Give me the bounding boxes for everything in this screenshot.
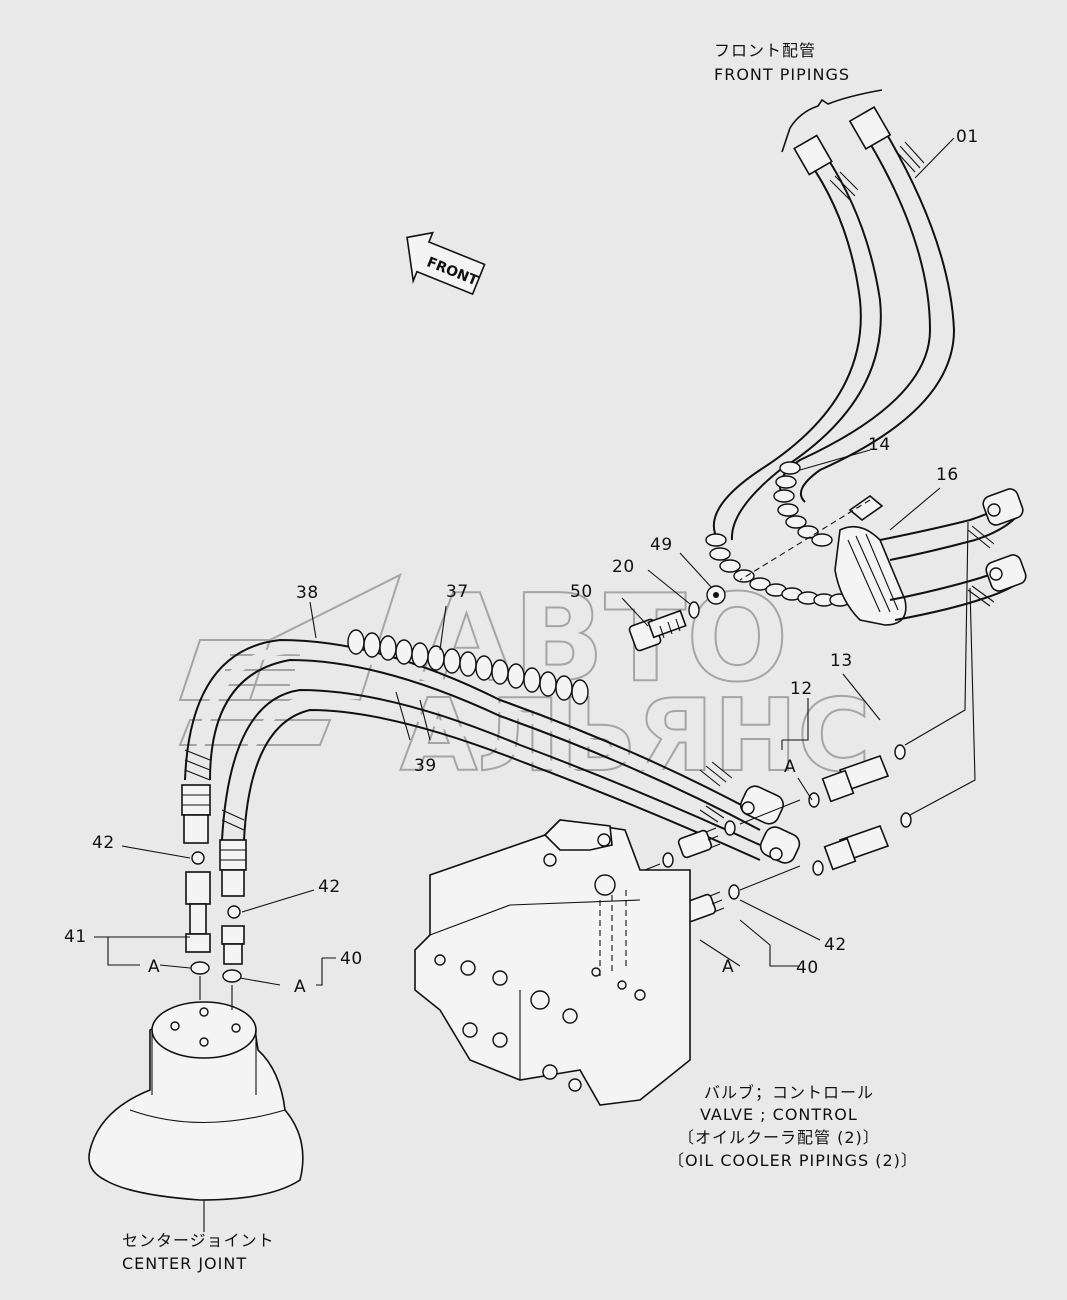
left-hose-fittings — [181, 784, 247, 897]
elbow-fitting — [985, 554, 1027, 592]
label-part-01: 01 — [956, 127, 979, 147]
control-valve — [414, 819, 691, 1106]
watermark-line1: АВТО — [420, 570, 788, 709]
oil-cooler-pipes — [879, 488, 1027, 621]
hose-end-fitting — [793, 134, 833, 176]
label-part-14: 14 — [868, 435, 891, 455]
label-part-38: 38 — [296, 583, 319, 603]
caption-oil-cooler-en: 〔OIL COOLER PIPINGS (2)〕 — [668, 1151, 918, 1170]
leader-lines — [94, 137, 955, 986]
watermark: АВТО АЛЬЯНС — [178, 569, 872, 795]
label-ref-a: A — [784, 757, 796, 777]
hose-end-fitting — [848, 106, 892, 150]
label-part-41: 41 — [64, 927, 87, 947]
label-part-42: 42 — [92, 833, 115, 853]
left-fittings — [185, 851, 245, 1010]
spiral-guard-37 — [347, 629, 589, 705]
label-part-40: 40 — [340, 949, 363, 969]
label-part-12: 12 — [790, 679, 813, 699]
center-hoses — [184, 638, 762, 861]
clamp-16 — [739, 494, 907, 626]
label-part-16: 16 — [936, 465, 959, 485]
leader-line — [904, 521, 969, 746]
caption-front-piping-jp: フロント配管 — [714, 41, 816, 60]
washer-hole — [713, 592, 719, 598]
elbow-fitting — [982, 488, 1024, 526]
label-part-50: 50 — [570, 582, 593, 602]
label-part-20: 20 — [612, 557, 635, 577]
center-hose-elbows — [740, 785, 801, 864]
caption-center-joint-jp: センタージョイント — [122, 1231, 275, 1250]
center-joint — [88, 1001, 304, 1201]
label-part-42: 42 — [318, 877, 341, 897]
hose-braid — [829, 171, 859, 201]
label-ref-a: A — [148, 957, 160, 977]
label-ref-a: A — [294, 977, 306, 997]
caption-oil-cooler-jp: 〔オイルクーラ配管 (2)〕 — [678, 1128, 880, 1147]
caption-valve-jp: バルブ；コントロール — [704, 1083, 874, 1102]
label-part-40: 40 — [796, 958, 819, 978]
spiral-guard-14 — [705, 461, 851, 607]
label-part-37: 37 — [446, 582, 469, 602]
front-arrow-icon: FRONT — [406, 231, 486, 296]
caption-front-piping-en: FRONT PIPINGS — [714, 65, 850, 84]
label-part-49: 49 — [650, 535, 673, 555]
label-part-42: 42 — [824, 935, 847, 955]
leader-line — [909, 587, 976, 816]
label-ref-a: A — [722, 957, 734, 977]
bolt-50 — [628, 609, 687, 652]
adapters-13 — [808, 744, 912, 876]
caption-center-joint-en: CENTER JOINT — [122, 1254, 247, 1273]
label-part-39: 39 — [414, 756, 437, 776]
snap-ring-20 — [688, 601, 700, 619]
caption-valve-en: VALVE ; CONTROL — [700, 1105, 858, 1124]
front-pipings-brace — [781, 89, 883, 153]
front-hoses — [712, 106, 956, 542]
label-part-13: 13 — [830, 651, 853, 671]
hose-braid — [894, 141, 925, 173]
